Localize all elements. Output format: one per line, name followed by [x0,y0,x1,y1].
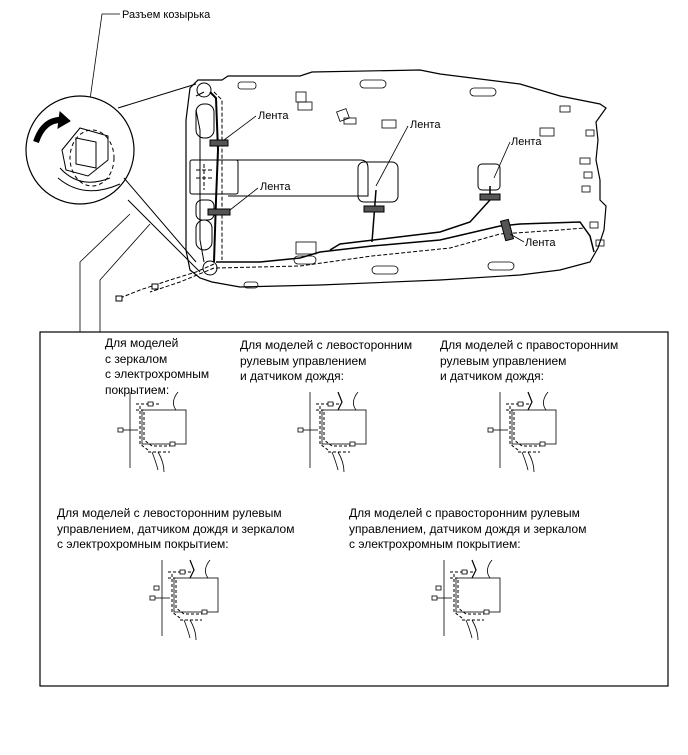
variants-box [39,331,669,687]
variant-caption: Для моделей с зеркалом с электрохромным … [105,336,210,397]
box-pointer-lines [79,213,151,332]
variant-sketch [487,391,557,473]
tape-markers [207,139,515,242]
headliner-outline [185,69,607,288]
wire-harness [115,91,595,302]
variant-mini-diagrams [117,391,557,641]
visor-connector-detail [25,82,218,276]
tape-label: Лента [410,119,441,131]
variant-sketch [431,559,501,641]
tape-label: Лента [258,110,289,122]
variant-caption: Для моделей с правосторонним рулевым упр… [349,506,587,551]
tape-label: Лента [260,181,291,193]
variant-sketch [149,559,219,641]
variant-caption: Для моделей с правосторонним рулевым упр… [440,338,619,383]
headliner-clips [237,79,605,289]
leader-lines [85,13,525,243]
variant-sketch [297,391,367,473]
variant-caption: Для моделей с левосторонним рулевым упра… [240,338,413,383]
variant-caption: Для моделей с левосторонним рулевым упра… [57,506,295,551]
variant-sketch [117,391,187,473]
visor-connector-label: Разъем козырька [122,9,211,21]
tape-label: Лента [511,136,542,148]
tape-label: Лента [525,237,556,249]
